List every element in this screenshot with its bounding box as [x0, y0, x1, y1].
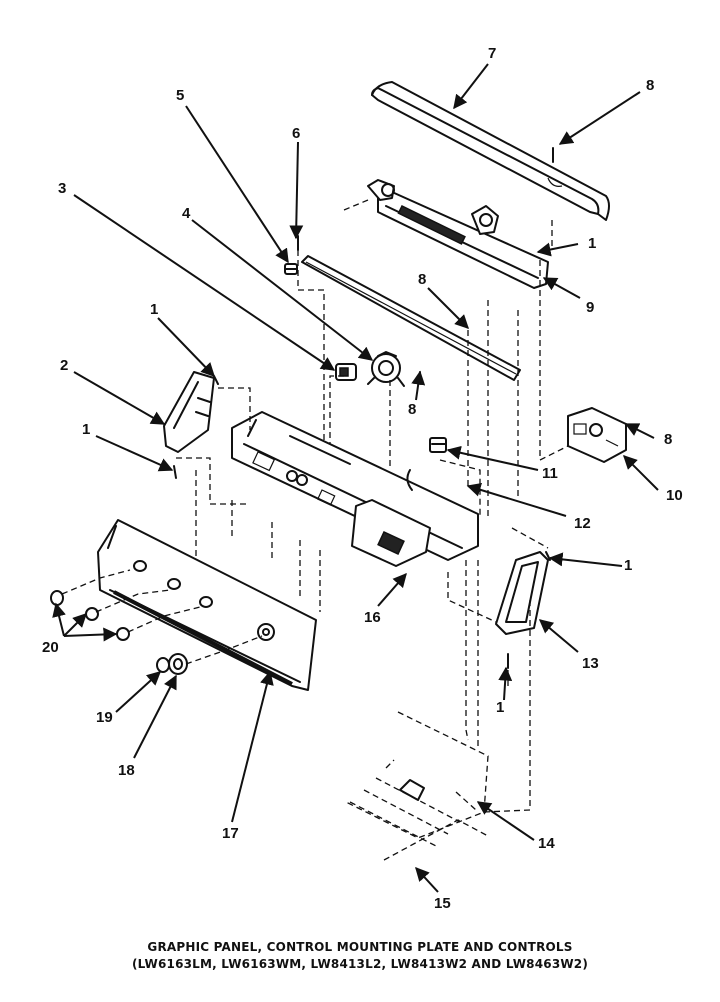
callout-7: 7: [488, 45, 496, 62]
knob-20-a: [50, 590, 64, 606]
callout-13: 13: [582, 655, 599, 672]
knob-19: [156, 657, 170, 673]
alignment-lines: [61, 199, 569, 813]
right-end-cap: [495, 551, 549, 635]
callout-12: 12: [574, 515, 591, 532]
wire-harness: [406, 469, 413, 491]
diagram-caption-title: GRAPHIC PANEL, CONTROL MOUNTING PLATE AN…: [147, 940, 573, 954]
timer-10: [567, 407, 627, 463]
callout-1-upper-left: 1: [150, 301, 158, 318]
callout-4: 4: [182, 205, 191, 222]
callout-3: 3: [58, 180, 66, 197]
callout-20: 20: [42, 639, 59, 656]
screw-1-left-top: [213, 375, 219, 385]
callout-2: 2: [60, 357, 68, 374]
clip-5: [284, 263, 298, 275]
callout-1-upper-right: 1: [588, 235, 596, 252]
callout-1-left: 1: [82, 421, 90, 438]
callout-16: 16: [364, 609, 381, 626]
knob-18: [168, 653, 188, 675]
callout-1-right: 1: [624, 557, 632, 574]
callout-9: 9: [586, 299, 594, 316]
cabinet-top-14: [345, 711, 489, 847]
knob-20-b: [85, 607, 99, 621]
leader-lines: [52, 63, 659, 893]
left-end-cap: [163, 371, 215, 453]
water-level-switch-4: [367, 351, 405, 387]
relay-11: [429, 437, 447, 453]
cabinet-15: [383, 819, 489, 861]
callout-17: 17: [222, 825, 239, 842]
callout-labels: 7 8 5 6 3 4 1 9 8 1 2 8 1 8 11 10 12 1 1…: [42, 45, 683, 912]
knob-20-c: [116, 627, 130, 641]
callout-10: 10: [666, 487, 683, 504]
support-rod: [301, 255, 521, 381]
callout-6: 6: [292, 125, 300, 142]
control-mounting-plate: [231, 411, 479, 567]
callout-15: 15: [434, 895, 451, 912]
console-top-cover: [371, 81, 610, 221]
graphic-panel: [97, 519, 317, 691]
callout-8-timer: 8: [664, 431, 672, 448]
callout-19: 19: [96, 709, 113, 726]
callout-1-bottom: 1: [496, 699, 504, 716]
rear-mounting-bracket: [367, 179, 549, 289]
selector-switch-3: [335, 363, 357, 381]
diagram-caption-models: (LW6163LM, LW6163WM, LW8413L2, LW8413W2 …: [131, 957, 589, 971]
callout-8-top: 8: [646, 77, 654, 94]
screw-1-left-bottom: [173, 465, 177, 479]
callout-18: 18: [118, 762, 135, 779]
callout-8-middle: 8: [418, 271, 426, 288]
callout-14: 14: [538, 835, 555, 852]
callout-11: 11: [542, 465, 558, 482]
callout-5: 5: [176, 87, 184, 104]
callout-8-switch: 8: [408, 401, 416, 418]
